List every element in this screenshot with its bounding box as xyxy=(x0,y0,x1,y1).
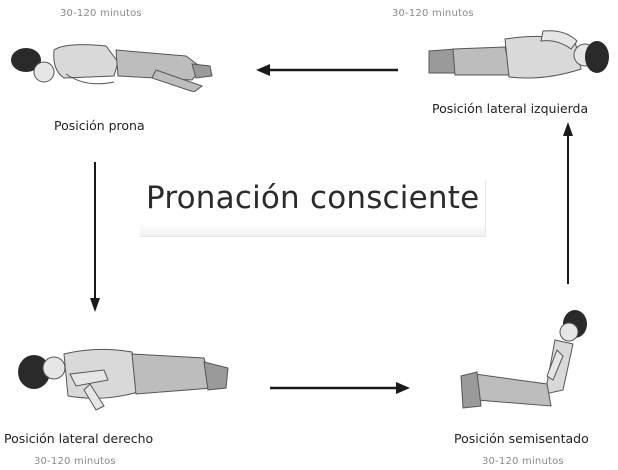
arrow-left-lateral-to-prone xyxy=(256,64,398,76)
left-lateral-person-icon xyxy=(428,30,609,79)
right-lateral-person-icon xyxy=(18,348,229,411)
semi-seated-person-icon xyxy=(460,310,587,409)
label-left-lateral: Posición lateral izquierda xyxy=(432,101,589,116)
duration-right-lateral: 30-120 minutos xyxy=(34,456,116,467)
duration-left-lateral: 30-120 minutos xyxy=(392,8,474,19)
label-prone: Posición prona xyxy=(54,118,145,133)
arrow-semi-seated-to-left-lateral xyxy=(563,122,573,284)
arrow-prone-to-right-lateral xyxy=(90,162,100,312)
arrow-right-lateral-to-semi-seated xyxy=(270,382,410,394)
prone-person-icon xyxy=(11,44,213,92)
label-right-lateral: Posición lateral derecho xyxy=(4,431,154,446)
duration-semi-seated: 30-120 minutos xyxy=(482,456,564,467)
title-box xyxy=(140,180,486,237)
duration-prone: 30-120 minutos xyxy=(60,8,142,19)
diagram-title: Pronación consciente xyxy=(146,180,480,216)
label-semi-seated: Posición semisentado xyxy=(454,431,589,446)
